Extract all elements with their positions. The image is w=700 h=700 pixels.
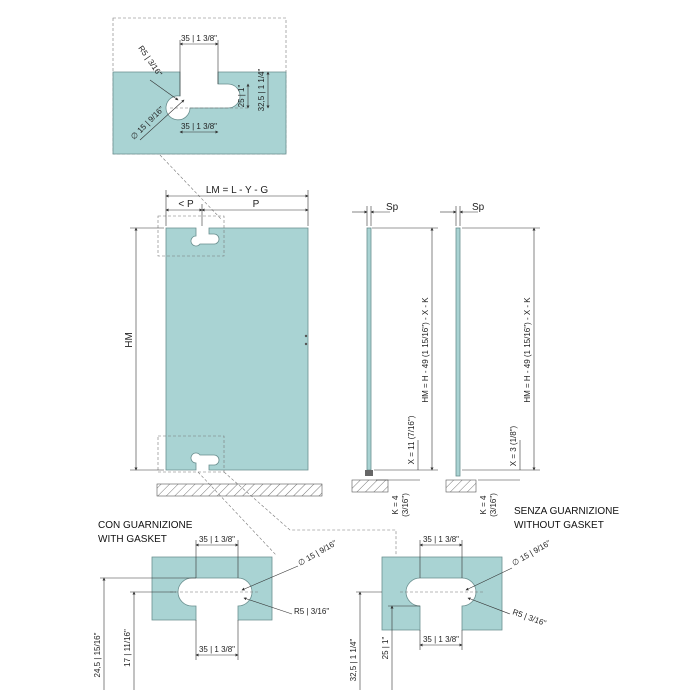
height-25-label: 25 | 1": [381, 636, 390, 659]
leader-line: [139, 99, 185, 141]
floor: [445, 479, 477, 493]
height-325-label: 32,5 | 1 1/4": [349, 638, 358, 681]
k-label: K = 4: [391, 495, 400, 514]
leader-line: [241, 565, 299, 591]
k-imp-label: (3/16"): [401, 493, 410, 517]
floor: [351, 479, 389, 493]
glass-panel: [165, 227, 309, 471]
top-notch-detail: 35 | 1 3/8" 32,5 | 1 1/4" 25 | 1" R5 | 3…: [112, 17, 287, 155]
p-label: P: [253, 199, 260, 210]
height25-label: 25 | 1": [237, 84, 246, 107]
top-width-label: 35 | 1 3/8": [199, 535, 235, 544]
leader-line: [243, 597, 293, 615]
leader-line: [467, 597, 511, 615]
handle-hole: [304, 334, 308, 338]
handle-hole: [304, 342, 308, 346]
glass-edge: [455, 227, 461, 477]
height-17-label: 17 | 11/16": [123, 629, 132, 667]
bottom-width-label: 35 | 1 3/8": [199, 645, 235, 654]
x-label: X = 11 (7/16"): [407, 415, 416, 464]
width-label: 35 | 1 3/8": [181, 34, 217, 43]
height-245-label: 24,5 | 15/16": [93, 632, 102, 677]
sp-label: Sp: [472, 202, 485, 213]
top-width-label: 35 | 1 3/8": [423, 535, 459, 544]
diameter-label: ∅ 15 | 9/16": [511, 538, 553, 567]
side-view-with-gasket: Sp HM = H - 49 (1 15/16") - X - K X = 11…: [351, 202, 438, 517]
x-label: X = 3 (1/8"): [509, 425, 518, 466]
glass-section: [112, 71, 287, 155]
glass-panel-front: LM = L - Y - G < P P HM: [124, 185, 323, 497]
hm-formula-label: HM = H - 49 (1 15/16") - X - K: [421, 297, 430, 403]
detail-box-top: [157, 215, 225, 257]
caption-with-gasket-it: CON GUARNIZIONE: [98, 520, 193, 531]
diameter-label: ∅ 15 | 9/16": [297, 538, 339, 567]
bottom-width-label: 35 | 1 3/8": [181, 122, 217, 131]
detail-box-bottom: [157, 435, 225, 473]
callout-line: [223, 471, 397, 555]
k-imp-label: (3/16"): [489, 493, 498, 517]
sp-label: Sp: [386, 202, 399, 213]
glass-edge: [366, 227, 372, 471]
glass-section: [381, 556, 503, 631]
notch-outline: [179, 72, 219, 96]
gasket: [365, 470, 373, 476]
side-view-without-gasket: Sp HM = H - 49 (1 15/16") - X - K X = 3 …: [440, 202, 540, 517]
bottom-width-label: 35 | 1 3/8": [423, 635, 459, 644]
caption-without-gasket-en: WITHOUT GASKET: [514, 520, 604, 531]
caption-with-gasket-en: WITH GASKET: [98, 534, 167, 545]
depth-label: 32,5 | 1 1/4": [257, 68, 266, 111]
hm-formula-label: HM = H - 49 (1 15/16") - X - K: [523, 297, 532, 403]
bottom-notch-detail-without-gasket: 35 | 1 3/8" ∅ 15 | 9/16" R5 | 3/16" 32,5…: [349, 535, 552, 690]
radius-label: R5 | 3/16": [294, 607, 329, 616]
callout-line: [197, 471, 277, 556]
radius-label: R5 | 3/16": [511, 607, 547, 628]
glass-section: [151, 556, 273, 621]
k-label: K = 4: [479, 495, 488, 514]
lm-label: LM = L - Y - G: [206, 185, 269, 196]
p-small-label: < P: [178, 199, 194, 210]
leader-line: [149, 79, 179, 101]
bottom-notch-detail-with-gasket: 35 | 1 3/8" ∅ 15 | 9/16" R5 | 3/16" 24,5…: [93, 535, 338, 690]
leader-line: [465, 567, 513, 591]
hm-label: HM: [124, 332, 135, 348]
floor: [156, 483, 323, 497]
caption-without-gasket-it: SENZA GUARNIZIONE: [514, 506, 619, 517]
